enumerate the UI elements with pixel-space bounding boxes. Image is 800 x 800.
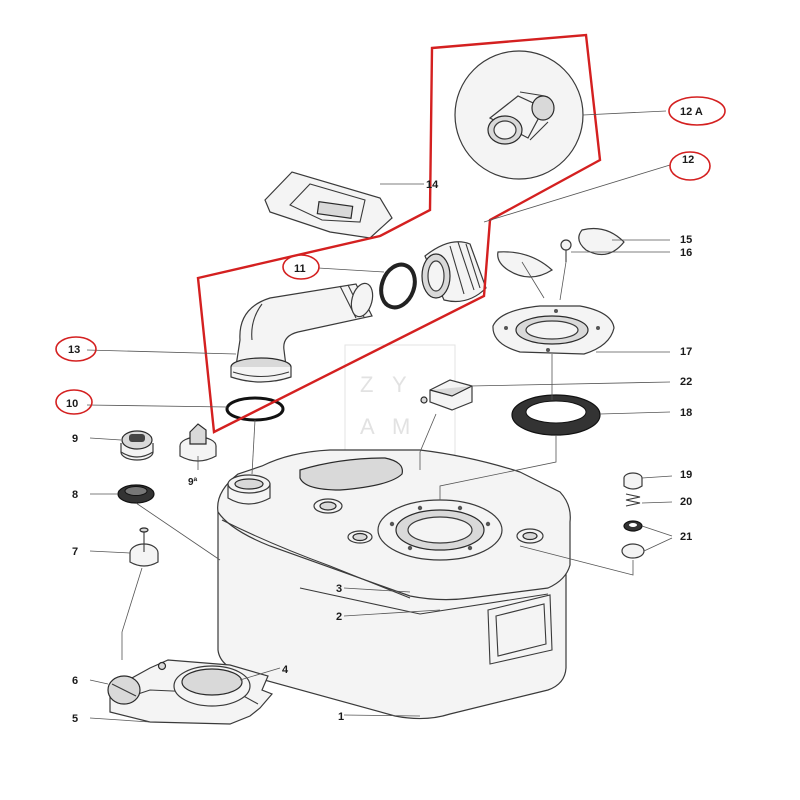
highlight-ring-11: [282, 254, 320, 280]
callout-9: 9: [72, 433, 78, 445]
watermark-letter-m: M: [392, 414, 416, 439]
callout-16: 16: [680, 247, 692, 259]
part-18-gasket: [511, 394, 601, 436]
part-16-screw: [560, 239, 572, 262]
highlight-ring-10: [55, 389, 93, 415]
part-15-cover-left: [497, 251, 553, 278]
part-21-button: [621, 543, 645, 559]
callout-9a: 9ª: [188, 477, 198, 488]
highlight-outline: [196, 33, 602, 434]
part-15-cover: [578, 227, 625, 256]
callout-21: 21: [680, 531, 692, 543]
tank-main-opening: [377, 499, 503, 561]
callout-12a: 12 A: [680, 106, 703, 118]
highlight-ring-12: [669, 151, 711, 181]
watermark-letter-z: Z: [360, 372, 379, 397]
part-9a-plug: [179, 423, 217, 462]
tank-top-recess: [299, 457, 403, 491]
tank-assembly: [217, 449, 571, 720]
part-21-washer: [623, 520, 643, 532]
callout-highlights: [55, 96, 726, 415]
callout-18: 18: [680, 407, 692, 419]
part-22-sensor: [420, 379, 473, 411]
callout-12: 12: [682, 154, 694, 166]
leader-lines: [86, 110, 673, 723]
callout-14: 14: [426, 179, 439, 191]
callout-11: 11: [294, 263, 306, 275]
callout-19: 19: [680, 469, 692, 481]
watermark-letter-y: Y: [392, 372, 413, 397]
highlight-ring-13: [55, 336, 97, 362]
part-14-flap: [264, 171, 393, 239]
callout-labels: 1 2 3 4 5 6 7 8 9 9ª 10 11 12 12 A 13 14…: [66, 106, 703, 725]
callout-6: 6: [72, 675, 78, 687]
part-12-nut: [421, 241, 487, 303]
watermark-letter-a: A: [360, 414, 381, 439]
callout-2: 2: [336, 611, 342, 623]
part-20-spring: [625, 493, 641, 507]
callout-22: 22: [680, 376, 692, 388]
callout-7: 7: [72, 546, 78, 558]
tank-handle-recess: [487, 594, 553, 665]
callout-4: 4: [282, 664, 289, 676]
callout-3: 3: [336, 583, 342, 595]
part-12a-detail: [454, 50, 584, 180]
callout-10: 10: [66, 398, 78, 410]
callout-8: 8: [72, 489, 78, 501]
callout-1: 1: [338, 711, 344, 723]
tank-drain-neck: [227, 474, 271, 505]
callout-20: 20: [680, 496, 692, 508]
tank-seam: [299, 587, 549, 615]
part-17-flange: [492, 305, 615, 355]
tank-lid-rim: [221, 519, 411, 599]
callout-15: 15: [680, 234, 692, 246]
part-7-cap: [129, 527, 159, 567]
part-11-ring: [379, 262, 417, 310]
callout-5: 5: [72, 713, 78, 725]
callout-13: 13: [68, 344, 80, 356]
part-19-cap: [623, 472, 643, 490]
highlight-ring-12a: [668, 96, 726, 126]
callout-17: 17: [680, 346, 692, 358]
part-9-plug: [120, 430, 154, 461]
base-plate-assembly: [107, 659, 274, 725]
part-13-elbow-pipe: [230, 282, 374, 383]
part-8-seal: [117, 484, 155, 504]
